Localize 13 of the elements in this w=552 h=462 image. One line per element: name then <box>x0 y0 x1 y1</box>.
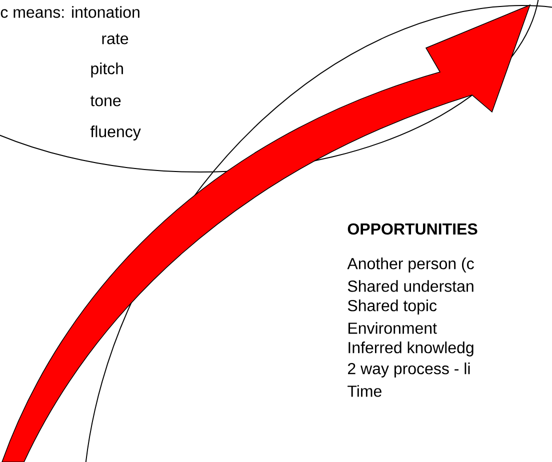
list-item: Shared topic <box>348 300 437 314</box>
list-item: 2 way process - li <box>348 362 470 378</box>
list-item: Shared understan <box>348 280 474 292</box>
list-item: Time <box>348 385 382 397</box>
list-item: tone <box>90 96 121 106</box>
list-item: Inferred knowledg <box>348 342 474 356</box>
heading: OPPORTUNITIES <box>348 223 478 235</box>
list-item: c means: intonation <box>0 6 140 18</box>
list-item: pitch <box>91 62 123 78</box>
list-item: Another person (c <box>347 258 474 272</box>
list-item: fluency <box>90 126 141 140</box>
list-item: Environment <box>348 322 437 334</box>
list-item: rate <box>102 34 128 44</box>
